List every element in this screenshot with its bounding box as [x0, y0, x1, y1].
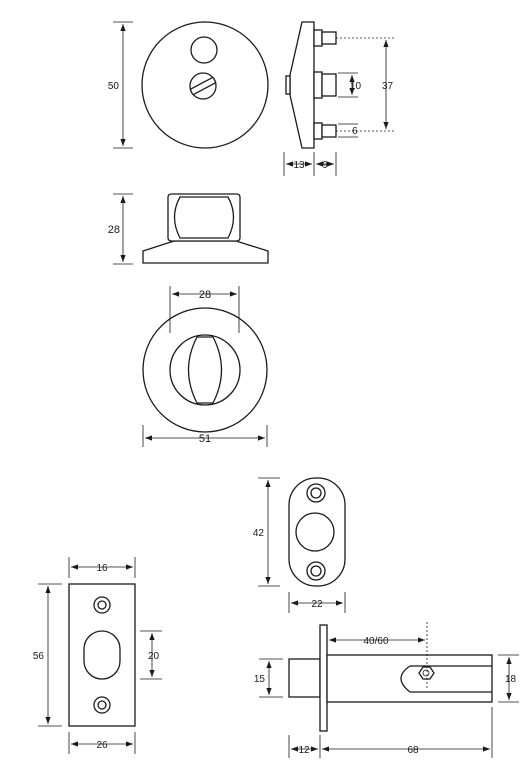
strike-plate-view	[38, 557, 162, 754]
dim-strike-slot: 20	[148, 651, 160, 662]
dim-side-projection-a: 13	[293, 160, 305, 171]
dim-rose-diameter: 51	[199, 433, 211, 445]
dim-side-small: 6	[352, 126, 358, 137]
dim-turn-height: 28	[108, 224, 120, 236]
rose-side-view	[283, 21, 396, 176]
dim-strike-height: 56	[33, 651, 45, 662]
dim-bolt-front: 12	[298, 745, 310, 756]
keep-view	[258, 477, 346, 613]
bolt-view	[259, 622, 519, 758]
dim-bolt-length: 68	[407, 745, 419, 756]
dim-bolt-height-left: 15	[254, 674, 266, 685]
dim-side-total: 37	[382, 81, 394, 92]
dim-side-spindle: 10	[350, 81, 362, 92]
dim-bolt-height-right: 18	[505, 674, 517, 685]
turn-side-view	[113, 193, 269, 265]
dim-strike-width-bottom: 26	[96, 740, 108, 751]
dim-keep-height: 42	[253, 528, 265, 539]
rose-front-view	[113, 21, 269, 149]
dim-rose-height: 50	[108, 81, 120, 92]
dim-turn-width: 28	[199, 289, 211, 301]
dim-side-projection-b: 9	[322, 160, 328, 171]
dim-strike-width-top: 16	[96, 563, 108, 574]
dim-keep-width: 22	[311, 599, 323, 610]
turn-front-view	[142, 286, 268, 447]
dim-bolt-backset: 40/60	[363, 636, 388, 647]
